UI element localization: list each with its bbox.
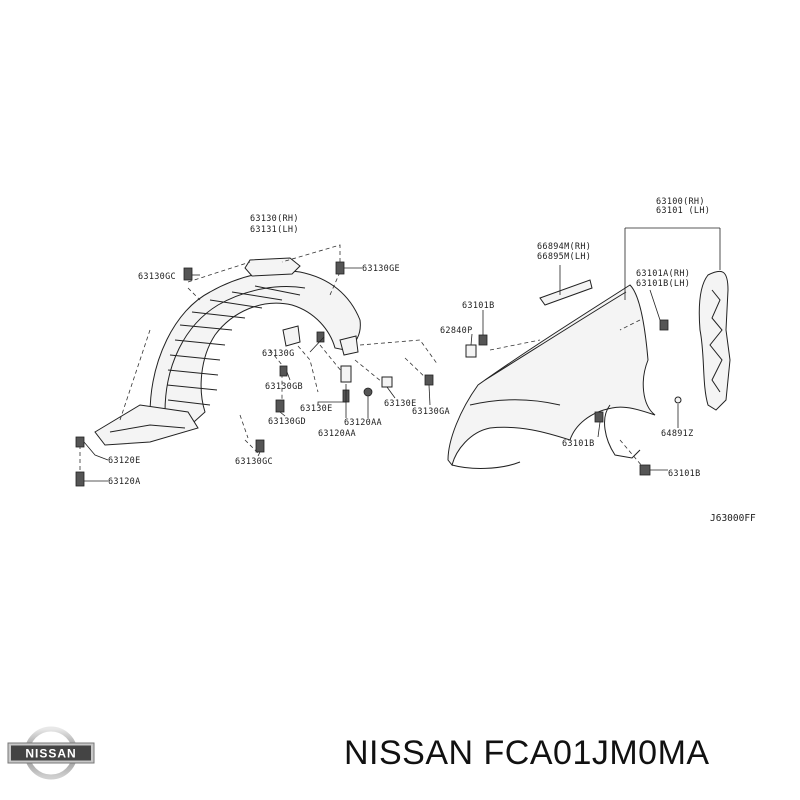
plug-64891Z-icon — [674, 396, 682, 404]
svg-text:NISSAN: NISSAN — [25, 747, 76, 761]
label-63130GB: 63130GB — [265, 382, 303, 392]
clip-63101B-top-icon — [478, 334, 488, 346]
label-63101B-mid: 63101B — [562, 439, 595, 449]
label-63101B-top: 63101B — [462, 301, 495, 311]
screw-63120AA-b-icon — [363, 387, 373, 397]
label-63101B-bottom: 63101B — [668, 469, 701, 479]
clip-63130GE-icon — [335, 261, 345, 275]
label-66894M-rh: 66894M(RH) — [537, 242, 591, 252]
clip-63130GC-bottom-icon — [255, 439, 265, 453]
clip-63130GC-top-icon — [183, 267, 193, 281]
bolt-63101B-bottom-icon — [639, 464, 651, 476]
label-63131-lh: 63131(LH) — [250, 225, 299, 235]
label-64891Z: 64891Z — [661, 429, 694, 439]
label-63101A-rh: 63101A(RH) — [636, 269, 690, 279]
label-63130GE: 63130GE — [362, 264, 400, 274]
label-63130GA: 63130GA — [412, 407, 450, 417]
label-63130-rh: 63130(RH) — [250, 214, 299, 224]
label-63130E-a: 63130E — [300, 404, 333, 414]
label-63120E: 63120E — [108, 456, 141, 466]
label-63120A: 63120A — [108, 477, 141, 487]
fender-liner-part — [94, 257, 361, 446]
bolt-63130E-icon — [340, 365, 352, 383]
diagram-reference-code: J63000FF — [710, 513, 756, 524]
label-63130G: 63130G — [262, 349, 295, 359]
label-63101B-lh: 63101B(LH) — [636, 279, 690, 289]
label-63120AA-a: 63120AA — [344, 418, 382, 428]
part-labels: 63130(RH) 63131(LH) 63130GC 63130GE 6313… — [108, 197, 756, 524]
label-63130E-b: 63130E — [384, 399, 417, 409]
liner-leader-lines — [79, 244, 439, 470]
fender-fasteners — [465, 319, 682, 476]
clip-63130GA-icon — [424, 374, 434, 386]
clip-63130GB-icon — [279, 365, 288, 377]
nissan-logo-icon: NISSAN — [7, 726, 95, 780]
clip-63120E-icon — [75, 436, 85, 448]
clip-63130E-b-icon — [381, 376, 393, 388]
label-63100-rh: 63100(RH) — [656, 197, 705, 207]
label-63120AA-b: 63120AA — [318, 429, 356, 439]
screw-63120A-icon — [75, 471, 85, 487]
clip-63101B-mid-icon — [594, 411, 604, 423]
label-63130GC-top: 63130GC — [138, 272, 176, 282]
front-fender-part — [447, 270, 731, 469]
label-63130GC-bottom: 63130GC — [235, 457, 273, 467]
bolt-63101A-icon — [659, 319, 669, 331]
clip-62840P-icon — [465, 344, 477, 358]
label-62840P: 62840P — [440, 326, 473, 336]
label-63101-lh: 63101 (LH) — [656, 206, 710, 216]
fender-leader-lines — [470, 227, 721, 471]
part-number-title: NISSAN FCA01JM0MA — [344, 734, 710, 772]
label-66895M-lh: 66895M(LH) — [537, 252, 591, 262]
label-63130GD: 63130GD — [268, 417, 306, 427]
liner-label-leaders — [83, 267, 431, 482]
liner-fasteners — [75, 261, 434, 487]
clip-63130GD-icon — [275, 399, 285, 413]
